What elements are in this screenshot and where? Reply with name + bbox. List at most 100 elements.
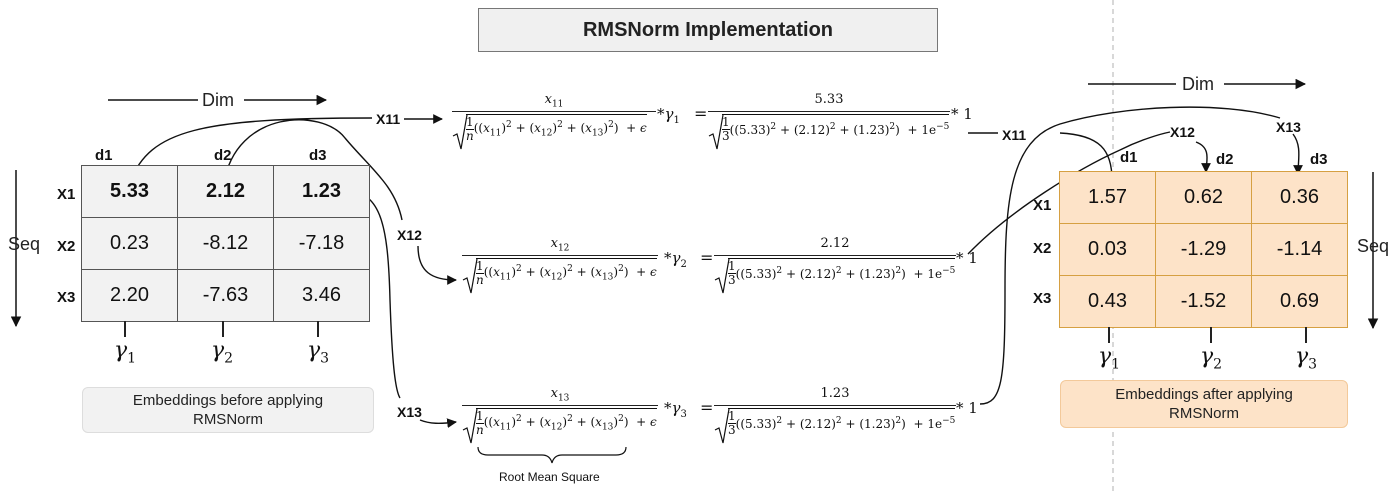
gamma-3-after: γ3 — [1295, 344, 1318, 373]
label-x13-in: X13 — [397, 404, 422, 420]
sqrt-icon — [714, 258, 730, 294]
equals-sign-2: = — [700, 248, 714, 267]
gamma-tick — [1108, 327, 1110, 343]
col-header-d1-after: d1 — [1120, 149, 1138, 166]
table-cell: 0.43 — [1059, 275, 1156, 328]
table-row: 1.57 0.62 0.36 — [1059, 171, 1348, 224]
table-cell: 5.33 — [81, 165, 178, 218]
arrow-x13-result — [1292, 133, 1303, 175]
times-one-1: * 1 — [951, 105, 973, 123]
row-header-x3: X3 — [57, 289, 76, 306]
row-header-x2-after: X2 — [1033, 240, 1052, 257]
gamma-multiplier-2: *γ2 — [664, 249, 687, 270]
table-cell: 3.46 — [273, 269, 370, 322]
col-header-d2-after: d2 — [1216, 151, 1234, 168]
caption-before-line2: RMSNorm — [192, 411, 263, 428]
arrow-x12-result — [1195, 141, 1211, 173]
label-x13-out: X13 — [1276, 119, 1301, 135]
col-header-d3: d3 — [309, 147, 327, 164]
sqrt-icon — [462, 258, 478, 294]
table-row: 2.20 -7.63 3.46 — [81, 269, 370, 322]
table-cell: 0.69 — [1251, 275, 1348, 328]
fraction-numerator: 5.33 — [814, 92, 844, 107]
table-cell: -7.63 — [177, 269, 274, 322]
gamma-2-before: γ2 — [211, 338, 234, 367]
fraction-bar — [714, 255, 956, 257]
seq-label-right: Seq — [1357, 236, 1390, 256]
gamma-tick — [124, 321, 126, 337]
sqrt-icon — [452, 114, 468, 150]
gamma-2-after: γ2 — [1200, 344, 1223, 373]
table-cell: 1.23 — [273, 165, 370, 218]
gamma-tick — [1305, 327, 1307, 343]
row-header-x2: X2 — [57, 238, 76, 255]
arrow-x12-in — [417, 245, 457, 285]
caption-after-line1: Embeddings after applying — [1115, 386, 1293, 403]
fraction-numerator: 1.23 — [820, 386, 850, 401]
caption-after-line2: RMSNorm — [1169, 405, 1239, 422]
fraction-numerator: x12 — [550, 236, 570, 254]
gamma-multiplier-1: *γ1 — [657, 105, 680, 126]
label-x11-in: X11 — [376, 111, 401, 127]
table-cell: 0.62 — [1155, 171, 1252, 224]
diagram-title: RMSNorm Implementation — [582, 18, 834, 41]
line-x12-result — [967, 131, 1171, 255]
table-cell: -7.18 — [273, 217, 370, 270]
fraction-numerator: x11 — [544, 92, 564, 110]
label-x11-out: X11 — [1002, 127, 1027, 143]
root-mean-square-brace — [477, 446, 627, 464]
curve-x12-out — [223, 119, 403, 221]
fraction-bar — [708, 111, 950, 113]
line-x13-result — [979, 106, 1281, 405]
gamma-tick — [222, 321, 224, 337]
col-header-d1: d1 — [95, 147, 113, 164]
fraction-bar — [462, 405, 658, 407]
table-row: 5.33 2.12 1.23 — [81, 165, 370, 218]
table-row: 0.43 -1.52 0.69 — [1059, 275, 1348, 328]
seq-label-left: Seq — [8, 234, 41, 254]
row-header-x1: X1 — [57, 186, 76, 203]
label-x12-out: X12 — [1170, 124, 1195, 140]
table-cell: -1.29 — [1155, 223, 1252, 276]
title-box: RMSNorm Implementation — [478, 8, 938, 52]
fraction-bar — [714, 405, 956, 407]
label-x12-in: X12 — [397, 227, 422, 243]
fraction-numerator: 2.12 — [820, 236, 850, 251]
dim-label-left: Dim — [202, 90, 234, 110]
times-one-3: * 1 — [956, 399, 978, 417]
times-one-2: * 1 — [956, 249, 978, 267]
table-cell: -8.12 — [177, 217, 274, 270]
arrow-x13-in — [419, 418, 457, 428]
col-header-d3-after: d3 — [1310, 151, 1328, 168]
sqrt-icon — [708, 114, 724, 150]
root-mean-square-label: Root Mean Square — [499, 470, 600, 484]
table-cell: -1.52 — [1155, 275, 1252, 328]
row-header-x3-after: X3 — [1033, 290, 1052, 307]
gamma-multiplier-3: *γ3 — [664, 399, 687, 420]
table-cell: 2.12 — [177, 165, 274, 218]
sqrt-icon — [462, 408, 478, 444]
table-row: 0.23 -8.12 -7.18 — [81, 217, 370, 270]
gamma-3-before: γ3 — [307, 338, 330, 367]
table-row: 0.03 -1.29 -1.14 — [1059, 223, 1348, 276]
gamma-tick — [317, 321, 319, 337]
fraction-bar — [452, 111, 656, 113]
col-header-d2: d2 — [214, 147, 232, 164]
table-cell: 0.36 — [1251, 171, 1348, 224]
equals-sign-3: = — [700, 398, 714, 417]
dim-label-right: Dim — [1182, 74, 1214, 94]
